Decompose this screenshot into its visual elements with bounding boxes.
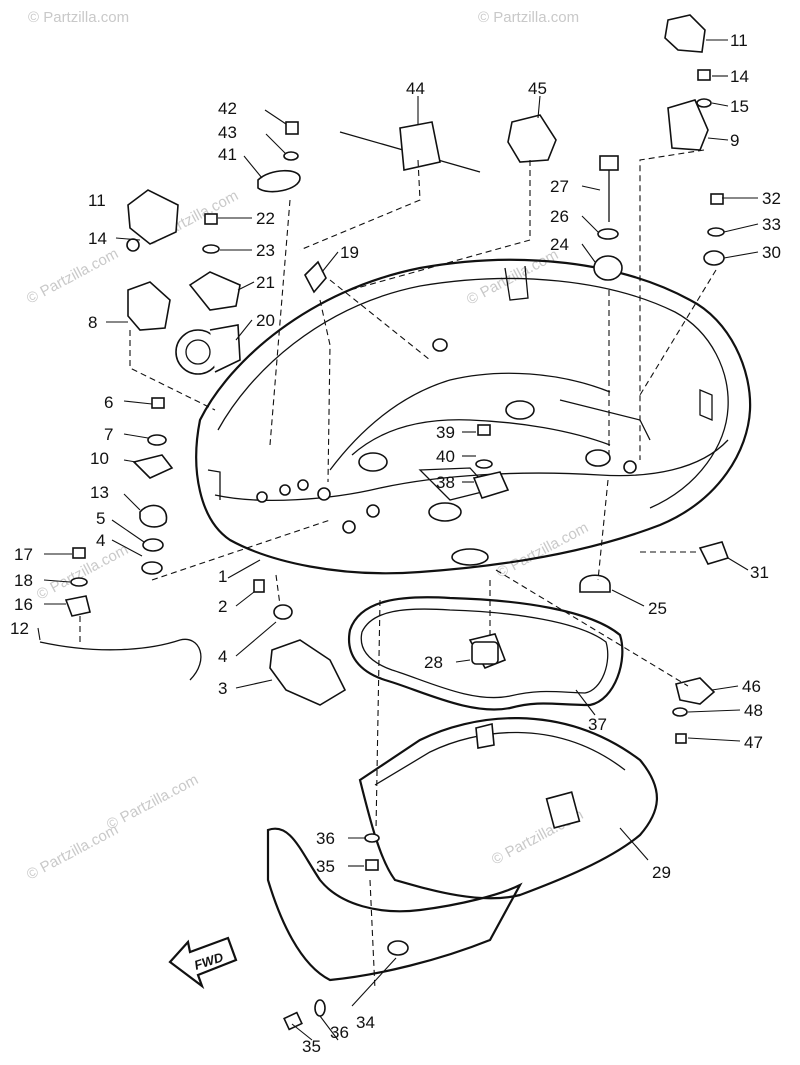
callout-19: 19 bbox=[340, 243, 359, 262]
callout-38: 38 bbox=[436, 473, 455, 492]
callout-25: 25 bbox=[648, 599, 667, 618]
callout-37: 37 bbox=[588, 715, 607, 734]
callout-9: 9 bbox=[730, 131, 739, 150]
callout-13: 13 bbox=[90, 483, 109, 502]
callout-17: 17 bbox=[14, 545, 33, 564]
callout-36: 36 bbox=[316, 829, 335, 848]
callout-14-left: 14 bbox=[88, 229, 107, 248]
callout-16: 16 bbox=[14, 595, 33, 614]
callout-7: 7 bbox=[104, 425, 113, 444]
watermark-lower-left: © Partzilla.com bbox=[24, 821, 121, 883]
callout-11-top: 11 bbox=[730, 31, 748, 50]
callout-30: 30 bbox=[762, 243, 781, 262]
callout-26: 26 bbox=[550, 207, 569, 226]
callout-2: 2 bbox=[218, 597, 227, 616]
callout-47: 47 bbox=[744, 733, 763, 752]
leader-lines bbox=[37, 39, 759, 1041]
callout-35-bottom: 35 bbox=[302, 1037, 321, 1056]
callout-41: 41 bbox=[218, 145, 237, 164]
watermark-top-left: © Partzilla.com bbox=[28, 9, 129, 26]
callout-22: 22 bbox=[256, 209, 275, 228]
callout-6: 6 bbox=[104, 393, 113, 412]
fwd-label: FWD bbox=[192, 949, 225, 973]
callout-21: 21 bbox=[256, 273, 275, 292]
callout-31: 31 bbox=[750, 563, 769, 582]
callout-4-lower: 4 bbox=[218, 647, 227, 666]
callout-45: 45 bbox=[528, 79, 547, 98]
callout-48: 48 bbox=[744, 701, 763, 720]
callout-36-bottom: 36 bbox=[330, 1023, 349, 1042]
callout-34: 34 bbox=[356, 1013, 375, 1032]
lower-cowl bbox=[358, 717, 658, 900]
callout-15: 15 bbox=[730, 97, 749, 116]
side-cover bbox=[266, 827, 523, 982]
callout-39: 39 bbox=[436, 423, 455, 442]
callout-23: 23 bbox=[256, 241, 275, 260]
callout-27: 27 bbox=[550, 177, 569, 196]
fwd-arrow: FWD bbox=[168, 936, 238, 990]
callout-5: 5 bbox=[96, 509, 105, 528]
latch-11-top bbox=[664, 14, 706, 53]
callout-20: 20 bbox=[256, 311, 275, 330]
callout-42: 42 bbox=[218, 99, 237, 118]
small-parts bbox=[39, 14, 730, 1031]
callout-35: 35 bbox=[316, 857, 335, 876]
callout-8: 8 bbox=[88, 313, 97, 332]
callout-32: 32 bbox=[762, 189, 781, 208]
callout-4-left: 4 bbox=[96, 531, 105, 550]
callout-11-left: 11 bbox=[88, 191, 106, 210]
watermark-lower: © Partzilla.com bbox=[104, 771, 201, 833]
callout-46: 46 bbox=[742, 677, 761, 696]
callout-3: 3 bbox=[218, 679, 227, 698]
watermark-top-right: © Partzilla.com bbox=[478, 9, 579, 26]
callout-43: 43 bbox=[218, 123, 237, 142]
callout-14-top: 14 bbox=[730, 67, 749, 86]
callout-28: 28 bbox=[424, 653, 443, 672]
watermark-left: © Partzilla.com bbox=[24, 245, 121, 307]
callout-33: 33 bbox=[762, 215, 781, 234]
callout-12: 12 bbox=[10, 619, 29, 638]
callout-24: 24 bbox=[550, 235, 569, 254]
watermarks: © Partzilla.com © Partzilla.com © Partzi… bbox=[24, 9, 591, 884]
callout-40: 40 bbox=[436, 447, 455, 466]
callout-10: 10 bbox=[90, 449, 109, 468]
callout-18: 18 bbox=[14, 571, 33, 590]
callout-44: 44 bbox=[406, 79, 425, 98]
connector-lines bbox=[79, 149, 717, 991]
callouts: 11 14 15 9 32 33 30 27 26 24 44 45 42 43… bbox=[10, 31, 781, 1056]
callout-29: 29 bbox=[652, 863, 671, 882]
bottom-cowling bbox=[195, 258, 752, 575]
callout-1: 1 bbox=[218, 567, 227, 586]
